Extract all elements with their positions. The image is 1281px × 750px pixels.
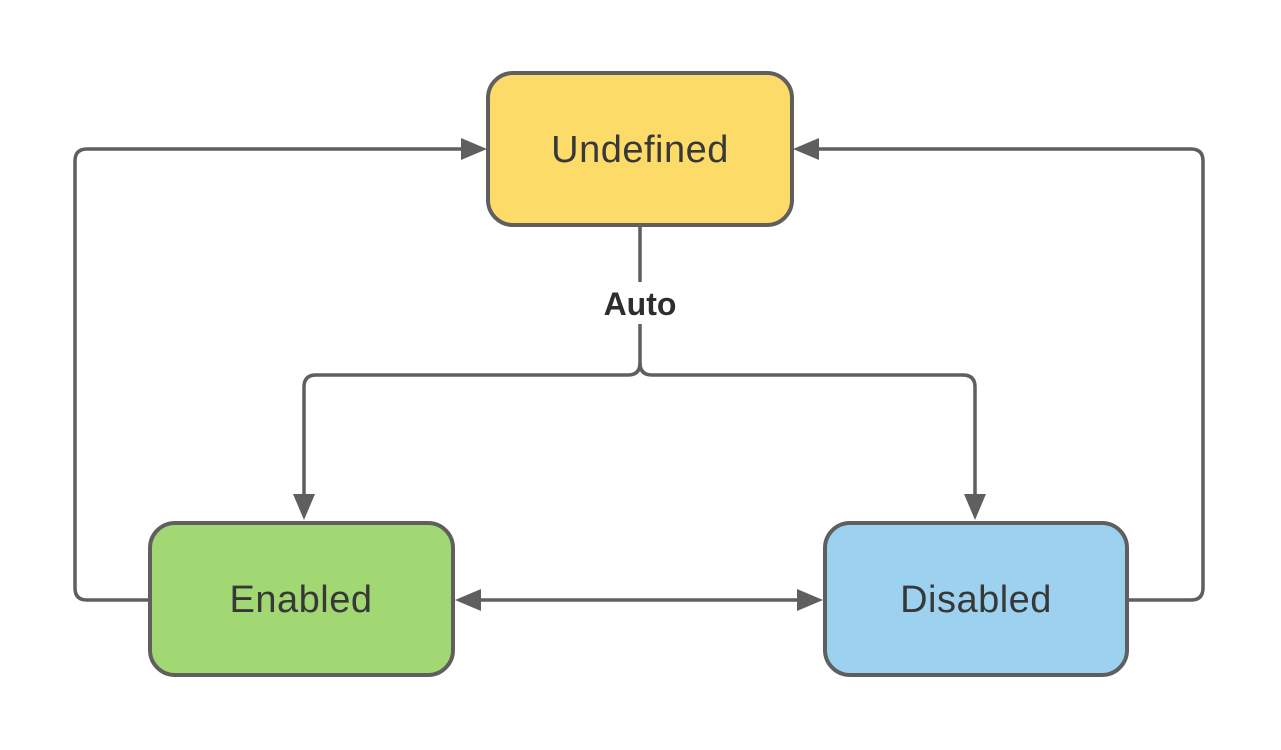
edge-branch-left-line <box>302 362 642 494</box>
state-node-undefined-shape <box>486 71 794 227</box>
state-node-disabled: Disabled <box>823 521 1129 677</box>
state-node-disabled-shape <box>823 521 1129 677</box>
state-node-undefined: Undefined <box>486 71 794 227</box>
state-node-disabled-label: Disabled <box>900 579 1052 621</box>
arrowhead-icon <box>293 494 315 520</box>
edge-label-auto: Auto <box>604 286 677 322</box>
edge-enabled-disabled-bidirectional <box>455 589 823 611</box>
arrowhead-icon <box>793 138 819 160</box>
state-node-undefined-label: Undefined <box>551 129 729 171</box>
state-node-enabled-shape <box>148 521 455 677</box>
edge-disabled-to-undefined <box>793 138 1205 602</box>
edge-enabled-to-undefined <box>73 138 487 602</box>
arrowhead-icon <box>455 589 481 611</box>
edge-undefined-auto-branch: Auto <box>293 225 986 520</box>
arrowhead-icon <box>964 494 986 520</box>
state-node-enabled-label: Enabled <box>230 579 373 621</box>
edge-line <box>819 147 1205 602</box>
arrowhead-icon <box>461 138 487 160</box>
arrowhead-icon <box>797 589 823 611</box>
state-node-enabled: Enabled <box>148 521 455 677</box>
edge-branch-right-line <box>638 362 977 494</box>
edge-label-background <box>603 282 677 324</box>
edge-line <box>73 147 461 602</box>
